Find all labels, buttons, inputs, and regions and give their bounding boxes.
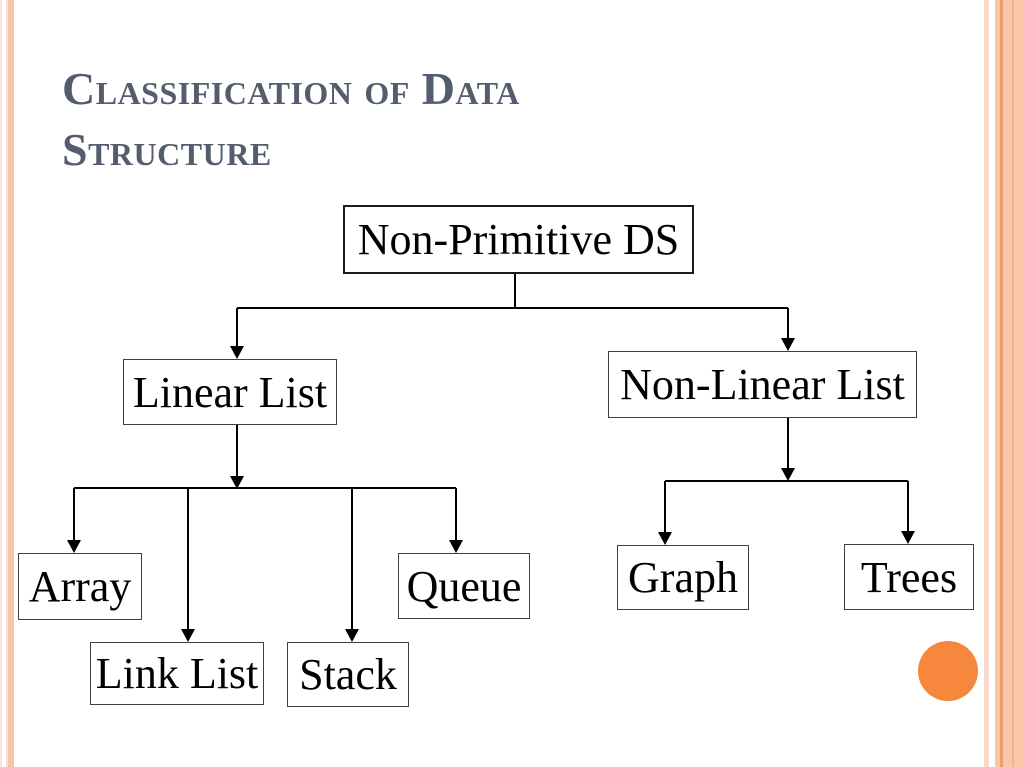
- right-border-dark-line: [1000, 0, 1003, 767]
- node-queue: Queue: [398, 553, 530, 619]
- left-border-stripe-salmon: [8, 0, 14, 767]
- node-array: Array: [18, 553, 142, 620]
- arrowhead-linear: [230, 346, 244, 359]
- node-stack: Stack: [287, 642, 409, 707]
- node-non-primitive-ds: Non-Primitive DS: [343, 205, 694, 274]
- arrowhead-linklist: [181, 629, 195, 642]
- arrowhead-graph: [658, 532, 672, 545]
- arrowhead-nonlinear-junction: [781, 468, 795, 481]
- arrowhead-nonlinear: [781, 338, 795, 351]
- arrowhead-trees: [901, 531, 915, 544]
- left-border-stripe-inner: [6, 0, 8, 767]
- accent-circle: [918, 641, 978, 701]
- left-border-stripe-outer: [0, 0, 2, 767]
- node-linear-list: Linear List: [123, 359, 337, 425]
- node-trees: Trees: [844, 544, 974, 610]
- right-border-band-salmon: [995, 0, 1024, 767]
- arrowhead-array: [67, 540, 81, 553]
- node-non-linear-list: Non-Linear List: [608, 351, 917, 418]
- arrowheads: [67, 338, 915, 642]
- arrowhead-queue: [449, 540, 463, 553]
- arrowhead-stack: [345, 629, 359, 642]
- connector-lines: [73, 270, 909, 629]
- slide-title: Classification of Data Structure: [62, 62, 520, 175]
- right-border-stripe-pink: [984, 0, 989, 767]
- right-border-accent-line: [1012, 0, 1014, 767]
- arrowhead-linear-junction: [230, 476, 244, 489]
- node-link-list: Link List: [90, 642, 264, 705]
- node-graph: Graph: [617, 545, 749, 610]
